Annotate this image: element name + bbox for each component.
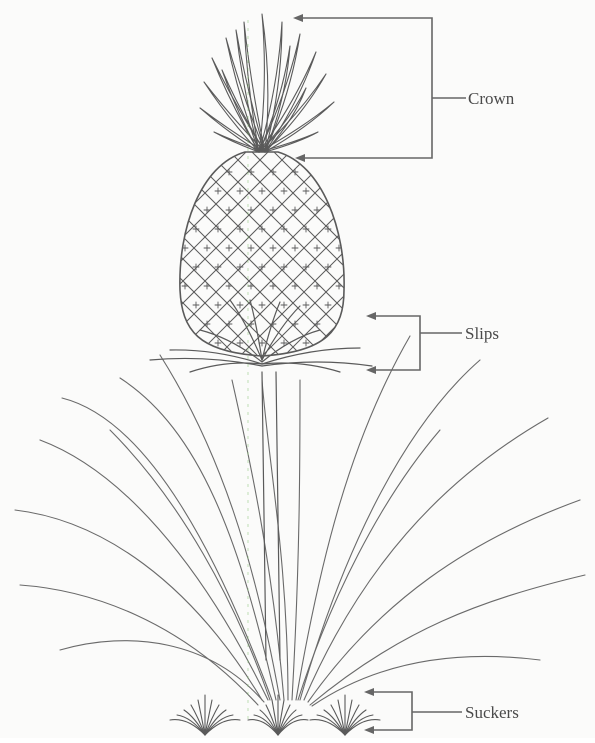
slips-label: Slips [465, 324, 499, 343]
crown-leaves [200, 14, 334, 152]
crown-label: Crown [468, 89, 515, 108]
sucker-leaves [170, 695, 380, 735]
crown-callout: Crown [293, 14, 515, 162]
suckers-callout: Suckers [364, 688, 519, 734]
fruit-scales [0, 150, 595, 370]
pineapple-fruit [0, 150, 595, 370]
slips-callout: Slips [366, 312, 499, 374]
suckers-label: Suckers [465, 703, 519, 722]
plant-leaves [15, 336, 585, 706]
